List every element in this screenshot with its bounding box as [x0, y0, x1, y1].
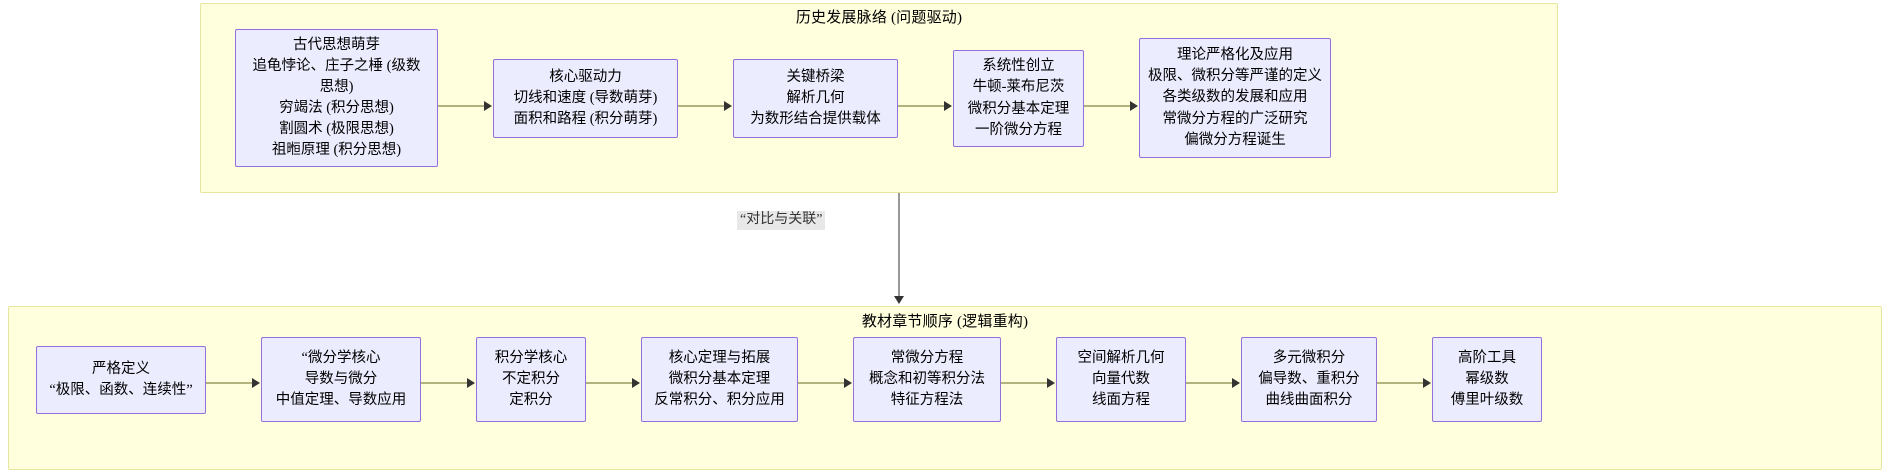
node-line: 为数形结合提供载体 [750, 111, 881, 127]
node-line: 积分学核心 [494, 349, 568, 366]
node-line: 切线和速度 (导数萌芽) [513, 89, 658, 106]
node-spatial-geometry[interactable]: 空间解析几何 向量代数 线面方程 [1056, 337, 1186, 422]
node-line: 偏导数、重积分 [1258, 370, 1360, 387]
node-line: 导数与微分 [304, 370, 378, 387]
node-line: 古代思想萌芽 [293, 36, 380, 53]
connector-label: “对比与关联” [737, 211, 826, 230]
node-line: 曲线曲面积分 [1265, 392, 1353, 408]
node-line: 解析几何 [786, 89, 845, 106]
edge-def-to-diff [206, 382, 254, 384]
node-line: 割圆术 (极限思想) [279, 121, 394, 138]
arrow-head-icon [1232, 378, 1240, 388]
node-line: 各类级数的发展和应用 [1162, 89, 1308, 106]
edge-multivariable-to-advanced [1377, 382, 1425, 384]
node-rigorization[interactable]: 理论严格化及应用 极限、微积分等严谨的定义 各类级数的发展和应用 常微分方程的广… [1139, 38, 1331, 158]
node-multivariable[interactable]: 多元微积分 偏导数、重积分 曲线曲面积分 [1241, 337, 1377, 422]
node-line: 核心驱动力 [549, 68, 622, 85]
edge-bridge-to-founding [898, 105, 946, 107]
node-line: 定积分 [509, 392, 553, 408]
node-ode[interactable]: 常微分方程 概念和初等积分法 特征方程法 [853, 337, 1001, 422]
node-rigorous-definition[interactable]: 严格定义 “极限、函数、连续性” [36, 346, 206, 414]
node-integral-core[interactable]: 积分学核心 不定积分 定积分 [476, 337, 586, 422]
node-line: 面积和路程 (积分萌芽) [513, 111, 658, 127]
edge-groups-connector [898, 193, 900, 299]
node-line: 常微分方程 [890, 349, 964, 366]
node-line: 反常积分、积分应用 [654, 392, 785, 408]
node-core-driver[interactable]: 核心驱动力 切线和速度 (导数萌芽) 面积和路程 (积分萌芽) [493, 59, 678, 138]
arrow-head-icon [1047, 378, 1055, 388]
node-line: 微积分基本定理 [668, 370, 771, 387]
edge-driver-to-bridge [678, 105, 726, 107]
edge-theorem-to-ode [798, 382, 846, 384]
subgraph-historical-title: 历史发展脉络 (问题驱动) [795, 10, 963, 26]
node-line: 严格定义 [92, 360, 150, 377]
arrow-head-icon [844, 378, 852, 388]
arrow-head-icon [724, 101, 732, 111]
node-key-bridge[interactable]: 关键桥梁 解析几何 为数形结合提供载体 [733, 59, 898, 138]
node-line: 关键桥梁 [786, 68, 845, 85]
arrow-head-icon [1130, 101, 1138, 111]
node-line: 系统性创立 [982, 58, 1055, 75]
arrow-head-icon [484, 101, 492, 111]
node-advanced-tools[interactable]: 高阶工具 幂级数 傅里叶级数 [1432, 337, 1542, 422]
node-systematic-founding[interactable]: 系统性创立 牛顿-莱布尼茨 微积分基本定理 一阶微分方程 [953, 50, 1084, 147]
node-line: “微分学核心 [301, 349, 381, 366]
node-line: 向量代数 [1092, 370, 1150, 387]
node-line: 祖暅原理 (积分思想) [271, 142, 402, 159]
node-line: 特征方程法 [890, 392, 964, 408]
arrow-head-icon [1423, 378, 1431, 388]
edge-founding-to-rigorization [1084, 105, 1132, 107]
node-line: 偏微分方程诞生 [1184, 131, 1286, 148]
node-line: 不定积分 [502, 370, 560, 387]
arrow-head-icon [944, 101, 952, 111]
node-line: 思想) [319, 78, 354, 95]
edge-integral-to-theorem [586, 382, 634, 384]
node-line: 穷竭法 (积分思想) [279, 100, 394, 116]
node-line: 微积分基本定理 [967, 100, 1070, 117]
node-line: 幂级数 [1465, 370, 1509, 387]
node-line: 空间解析几何 [1077, 349, 1165, 366]
node-line: 傅里叶级数 [1450, 392, 1524, 408]
edge-ode-to-geometry [1001, 382, 1049, 384]
node-line: 线面方程 [1092, 392, 1150, 408]
node-line: 极限、微积分等严谨的定义 [1148, 68, 1322, 85]
edge-geometry-to-multivariable [1186, 382, 1234, 384]
arrow-head-icon [467, 378, 475, 388]
node-line: 牛顿-莱布尼茨 [972, 79, 1065, 96]
node-line: 概念和初等积分法 [869, 370, 985, 387]
edge-ancient-to-driver [438, 105, 486, 107]
node-line: 核心定理与拓展 [668, 349, 771, 366]
arrow-head-icon [252, 378, 260, 388]
node-core-theorem[interactable]: 核心定理与拓展 微积分基本定理 反常积分、积分应用 [641, 337, 798, 422]
node-line: 中值定理、导数应用 [275, 392, 407, 408]
node-line: “极限、函数、连续性” [49, 382, 193, 398]
node-line: 多元微积分 [1272, 349, 1346, 366]
node-line: 追龟悖论、庄子之棰 (级数 [252, 57, 421, 74]
node-differential-core[interactable]: “微分学核心 导数与微分 中值定理、导数应用 [261, 337, 421, 422]
subgraph-textbook-title: 教材章节顺序 (逻辑重构) [861, 314, 1029, 330]
edge-diff-to-integral [421, 382, 469, 384]
arrow-head-icon [632, 378, 640, 388]
node-ancient-thought[interactable]: 古代思想萌芽 追龟悖论、庄子之棰 (级数 思想) 穷竭法 (积分思想) 割圆术 … [235, 29, 438, 167]
node-line: 一阶微分方程 [975, 121, 1062, 138]
node-line: 高阶工具 [1458, 349, 1516, 366]
node-line: 理论严格化及应用 [1177, 47, 1293, 64]
node-line: 常微分方程的广泛研究 [1162, 110, 1308, 127]
arrow-head-down-icon [894, 296, 904, 304]
